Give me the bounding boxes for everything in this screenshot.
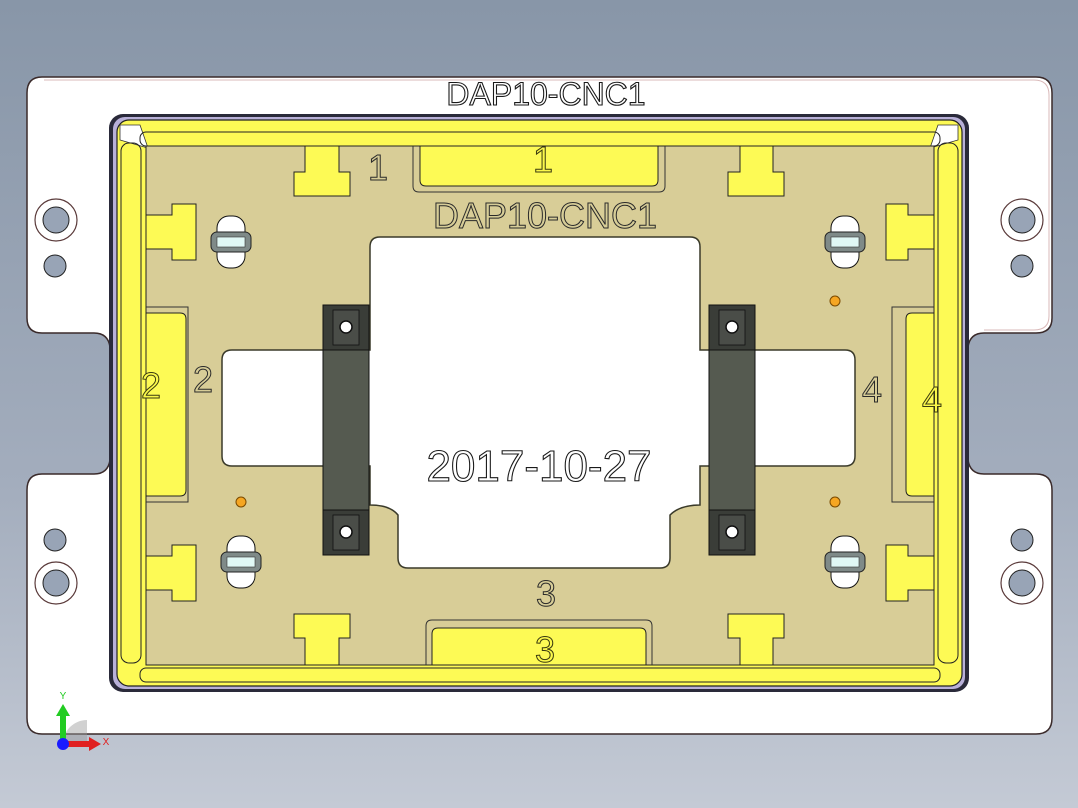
- clamp-bar-left[interactable]: [322, 304, 370, 556]
- fixture-plate-engraving: DAP10-CNC1: [433, 195, 657, 236]
- mounting-holes: [34, 198, 1044, 605]
- counterbore-hole-icon: [34, 198, 78, 242]
- label-right-inner: 4: [862, 369, 882, 410]
- screw-hole-icon: [339, 320, 353, 334]
- dowel-icon: [235, 496, 247, 508]
- locator-pin-icon: [824, 535, 866, 589]
- date-engraving: 2017-10-27: [426, 442, 651, 491]
- label-bottom-inner: 3: [536, 573, 556, 614]
- origin-icon: [57, 738, 69, 750]
- clamp-bar-right[interactable]: [708, 304, 756, 556]
- triad-plane-icon: [63, 720, 87, 744]
- screw-hole-icon: [725, 525, 739, 539]
- base-plate-engraving: DAP10-CNC1: [446, 76, 645, 112]
- counterbore-hole-icon: [1000, 198, 1044, 242]
- label-left-outer: 2: [141, 365, 161, 406]
- coordinate-triad[interactable]: Y X: [56, 691, 110, 751]
- label-left-inner: 2: [193, 359, 213, 400]
- label-top-inner: 1: [368, 147, 388, 188]
- label-top-outer: 1: [533, 139, 553, 180]
- locator-pins: [210, 215, 866, 589]
- locator-pin-icon: [210, 215, 252, 269]
- x-axis-arrow-icon: [63, 741, 91, 747]
- locator-pin-icon: [220, 535, 262, 589]
- counterbore-hole-icon: [34, 561, 78, 605]
- counterbore-hole-icon: [1000, 561, 1044, 605]
- screw-hole-icon: [339, 525, 353, 539]
- label-right-outer: 4: [922, 379, 942, 420]
- dowel-icon: [829, 496, 841, 508]
- central-opening: [221, 236, 856, 569]
- label-bottom-outer: 3: [535, 629, 555, 670]
- clamp-tabs: [145, 145, 935, 666]
- screw-hole-icon: [725, 320, 739, 334]
- dowel-icon: [829, 295, 841, 307]
- locator-pin-icon: [824, 215, 866, 269]
- y-axis-arrow-icon: [60, 714, 66, 744]
- x-axis-label: X: [103, 737, 110, 748]
- dowel-holes: [235, 295, 841, 508]
- y-axis-label: Y: [60, 691, 67, 702]
